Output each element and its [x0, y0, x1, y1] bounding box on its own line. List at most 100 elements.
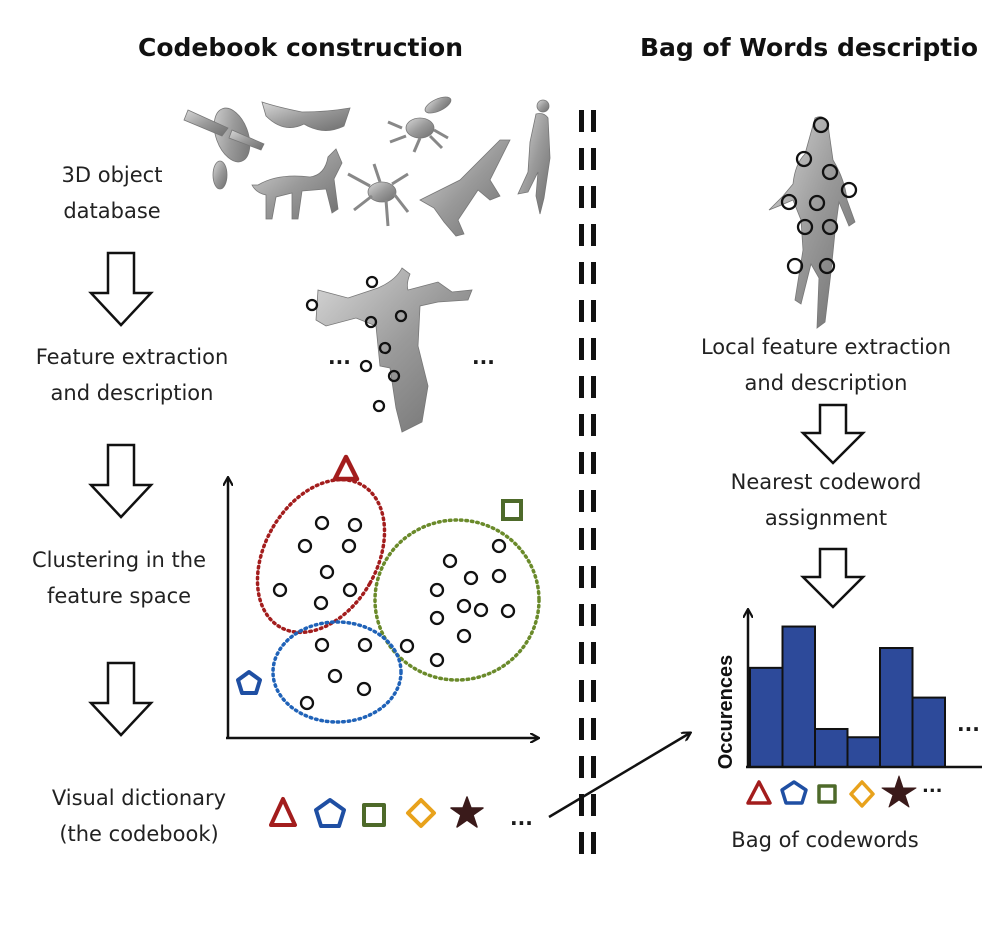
feature-point-icon [358, 683, 370, 695]
category-diamond-icon [851, 782, 873, 806]
separator-dash [591, 490, 596, 512]
feature-point-icon [343, 540, 355, 552]
feature-point-icon [502, 605, 514, 617]
separator-dash [591, 262, 596, 284]
codebook-symbols [271, 797, 483, 827]
flow-arrow-icon [803, 405, 863, 463]
feature-point-icon [493, 570, 505, 582]
separator-dash [591, 110, 596, 132]
histogram-bar [815, 729, 848, 767]
separator-dash [579, 186, 584, 208]
separator-dash [591, 604, 596, 626]
feature-point-icon [458, 630, 470, 642]
cluster-pentagon-icon [238, 672, 260, 693]
separator-dash [591, 300, 596, 322]
glasses-model-icon [262, 102, 350, 131]
separator-dash [579, 642, 584, 664]
feature-point-icon [374, 401, 384, 411]
chart-y-label: Occurences [715, 655, 737, 770]
separator-dash [591, 414, 596, 436]
cluster-triangle-icon [335, 457, 357, 479]
separator-dash [591, 224, 596, 246]
codeword-diamond-icon [408, 800, 434, 826]
separator-dash [579, 566, 584, 588]
panel-separator [579, 110, 596, 854]
category-pentagon-icon [782, 782, 806, 803]
feature-point-icon [493, 540, 505, 552]
feature-point-icon [444, 555, 456, 567]
separator-dash [579, 490, 584, 512]
feature-point-icon [307, 300, 317, 310]
feature-point-icon [349, 519, 361, 531]
category-star-icon [882, 776, 916, 807]
category-square-icon [819, 786, 835, 802]
bag-of-words-histogram: Occurences [715, 610, 982, 769]
feature-point-icon [321, 566, 333, 578]
feature-point-icon [344, 584, 356, 596]
flow-arrow-icon [803, 549, 863, 607]
horse-model-icon [252, 149, 342, 219]
separator-dash [591, 452, 596, 474]
armadillo-with-features [307, 268, 472, 432]
histogram-bar [783, 627, 816, 767]
feature-point-icon [359, 639, 371, 651]
3d-object-database-thumbnails [184, 94, 550, 236]
separator-dash [591, 338, 596, 360]
separator-dash [579, 376, 584, 398]
armadillo-model-icon [184, 103, 264, 189]
cluster-square-icon [503, 501, 521, 519]
separator-dash [579, 452, 584, 474]
separator-dash [579, 262, 584, 284]
feature-point-icon [301, 697, 313, 709]
cluster-blue-boundary [273, 622, 401, 722]
separator-dash [591, 832, 596, 854]
flow-arrow-icon [91, 253, 151, 325]
airplane-model-icon [420, 140, 510, 236]
separator-dash [579, 718, 584, 740]
separator-dash [591, 376, 596, 398]
flow-arrow-icon [91, 663, 151, 735]
codeword-pentagon-icon [316, 800, 344, 826]
feature-point-icon [431, 584, 443, 596]
separator-dash [591, 642, 596, 664]
feature-point-icon [401, 640, 413, 652]
chart-category-symbols [748, 776, 916, 807]
separator-dash [591, 756, 596, 778]
separator-dash [591, 794, 596, 816]
spider-model-icon [348, 164, 408, 226]
separator-dash [579, 756, 584, 778]
feature-point-icon [431, 612, 443, 624]
separator-dash [579, 224, 584, 246]
category-triangle-icon [748, 782, 770, 803]
running-person-model-icon [518, 100, 550, 214]
separator-dash [579, 832, 584, 854]
feature-point-icon [465, 572, 477, 584]
feature-point-icon [431, 654, 443, 666]
feature-space-plot [226, 457, 539, 738]
feature-point-icon [361, 361, 371, 371]
separator-dash [579, 300, 584, 322]
separator-dash [591, 680, 596, 702]
separator-dash [579, 680, 584, 702]
feature-point-icon [329, 670, 341, 682]
codeword-star-icon [451, 797, 483, 827]
separator-dash [591, 186, 596, 208]
ant-model-icon [388, 94, 453, 152]
feature-point-icon [315, 597, 327, 609]
woman-with-features [769, 117, 856, 328]
separator-dash [579, 414, 584, 436]
feature-point-icon [299, 540, 311, 552]
feature-point-icon [367, 277, 377, 287]
separator-dash [579, 528, 584, 550]
feature-point-icon [788, 259, 802, 273]
feature-point-icon [475, 604, 487, 616]
histogram-bar [913, 698, 946, 767]
separator-dash [579, 148, 584, 170]
feature-point-icon [274, 584, 286, 596]
codeword-square-icon [364, 805, 384, 825]
flow-arrow-icon [91, 445, 151, 517]
separator-dash [591, 528, 596, 550]
separator-dash [591, 718, 596, 740]
feature-point-icon [316, 517, 328, 529]
